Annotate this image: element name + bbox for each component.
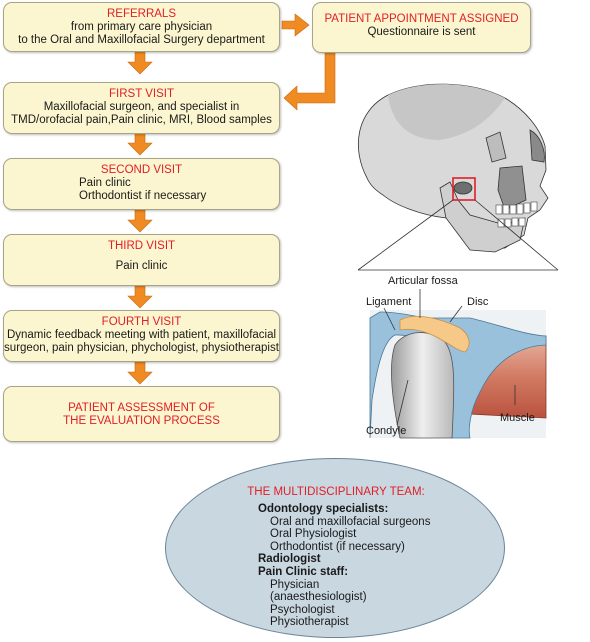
first-visit-line-1: Maxillofacial surgeon, and specialist in — [43, 101, 240, 113]
odontology-item: Oral and maxillofacial surgeons — [270, 515, 431, 528]
second-visit-title: SECOND VISIT — [100, 164, 183, 176]
flow-arrow-5 — [127, 361, 153, 385]
skull-illustration — [357, 83, 549, 253]
label-disc: Disc — [467, 296, 489, 308]
zoom-lines — [357, 199, 559, 271]
flow-arrow-1 — [127, 51, 153, 75]
pain-clinic-item: Physician — [270, 578, 320, 591]
team-list: Odontology specialists: Oral and maxillo… — [258, 503, 430, 629]
odontology-item: Oral Physiologist — [270, 528, 357, 541]
label-condyle: Condyle — [366, 425, 407, 437]
referrals-box: REFERRALS from primary care physician to… — [3, 2, 280, 52]
fourth-visit-line-2: surgeon, pain physician, phychologist, p… — [4, 342, 279, 354]
third-visit-title: THIRD VISIT — [107, 240, 176, 252]
label-ligament: Ligament — [366, 296, 412, 308]
pain-clinic-item: Psychologist — [270, 603, 335, 616]
first-visit-title: FIRST VISIT — [109, 88, 174, 100]
flow-arrow-2 — [127, 132, 153, 156]
label-muscle: Muscle — [500, 412, 535, 424]
referrals-title: REFERRALS — [106, 8, 177, 20]
odontology-item: Orthodontist (if necessary) — [270, 540, 405, 553]
third-visit-box: THIRD VISIT Pain clinic — [3, 234, 280, 286]
flow-arrow-bent — [283, 52, 336, 111]
assessment-line-2: THE EVALUATION PROCESS — [63, 415, 220, 427]
appointment-title: PATIENT APPOINTMENT ASSIGNED — [324, 13, 519, 25]
pain-clinic-heading: Pain Clinic staff: — [258, 565, 349, 578]
fourth-visit-line-1: Dynamic feedback meeting with patient, m… — [6, 329, 277, 341]
flow-arrow-right — [281, 13, 310, 37]
assessment-line-1: PATIENT ASSESSMENT OF — [68, 402, 215, 414]
second-visit-line-2: Orthodontist if necessary — [79, 190, 207, 202]
appointment-box: PATIENT APPOINTMENT ASSIGNED Questionnai… — [312, 2, 531, 53]
team-ellipse: THE MULTIDISCIPLINARY TEAM: Odontology s… — [165, 458, 505, 638]
first-visit-box: FIRST VISIT Maxillofacial surgeon, and s… — [3, 82, 280, 134]
first-visit-line-2: TMD/orofacial pain,Pain clinic, MRI, Blo… — [11, 114, 272, 126]
assessment-box: PATIENT ASSESSMENT OF THE EVALUATION PRO… — [3, 386, 280, 442]
second-visit-line-1: Pain clinic — [79, 177, 131, 189]
radiologist-heading: Radiologist — [258, 553, 321, 566]
second-visit-box: SECOND VISIT Pain clinic Orthodontist if… — [3, 158, 280, 210]
referrals-line-1: from primary care physician — [70, 21, 213, 33]
team-title: THE MULTIDISCIPLINARY TEAM: — [247, 486, 425, 498]
flow-arrow-3 — [127, 209, 153, 233]
label-articular-fossa: Articular fossa — [388, 275, 458, 287]
pain-clinic-item: (anaesthesiologist) — [270, 591, 367, 604]
fourth-visit-title: FOURTH VISIT — [101, 316, 182, 328]
appointment-line-1: Questionnaire is sent — [367, 26, 476, 38]
odontology-heading: Odontology specialists: — [258, 503, 389, 515]
third-visit-line-1: Pain clinic — [115, 260, 168, 272]
flow-arrow-4 — [127, 285, 153, 309]
tmj-illustration — [369, 289, 547, 439]
referrals-line-2: to the Oral and Maxillofacial Surgery de… — [18, 34, 265, 46]
fourth-visit-box: FOURTH VISIT Dynamic feedback meeting wi… — [3, 310, 280, 362]
pain-clinic-item: Physiotherapist — [270, 616, 349, 629]
